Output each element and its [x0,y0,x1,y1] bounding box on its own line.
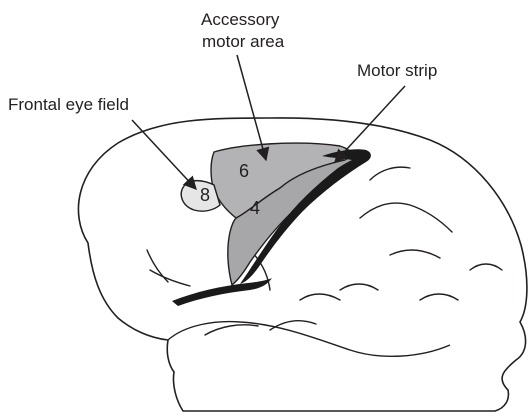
accessory-motor-area-label-line1: Accessory [201,10,280,29]
accessory-motor-area-label-line2: motor area [202,32,285,51]
area-8-number: 8 [200,185,210,205]
area-6-number: 6 [239,161,249,181]
motor-strip-label: Motor strip [357,61,437,80]
area-4-number: 4 [250,198,260,218]
frontal-eye-field-label: Frontal eye field [8,95,129,114]
